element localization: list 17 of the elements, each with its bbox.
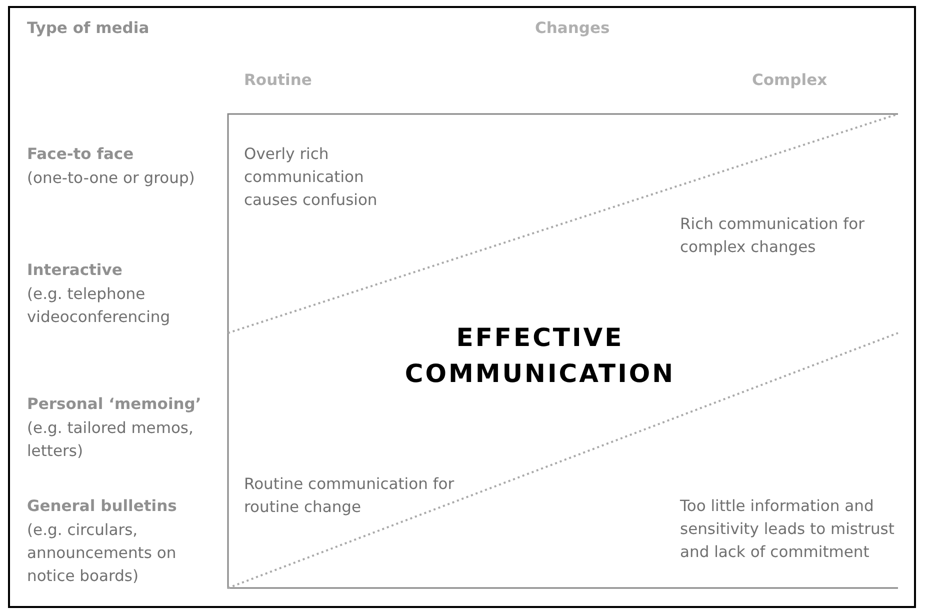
zone-text: Routine communication for routine change [244, 474, 456, 518]
zone-text: Overly rich communication causes confusion [244, 144, 378, 211]
row-description: (e.g. circulars, announcements on notice boards) [27, 520, 178, 587]
row-description: (e.g. tailored memos, letters) [27, 418, 194, 462]
row-heading: Interactive [27, 260, 124, 281]
zone-text: Rich communication for complex changes [680, 214, 866, 258]
central-label: EFFECTIVE COMMUNICATION [404, 322, 676, 390]
row-description: (one-to-one or group) [27, 168, 196, 189]
zone-text: Too little information and sensitivity leads to mistrust and lack of commitment [680, 496, 895, 563]
column-heading: Routine [244, 70, 313, 91]
column-heading: Complex [752, 70, 828, 91]
axis-title: Type of media [27, 18, 150, 39]
axis-title: Changes [535, 18, 611, 39]
row-description: (e.g. telephone videoconferencing [27, 284, 172, 328]
row-heading: Personal ‘memoing’ [27, 394, 202, 415]
row-heading: Face-to face [27, 144, 135, 165]
row-heading: General bulletins [27, 496, 178, 517]
